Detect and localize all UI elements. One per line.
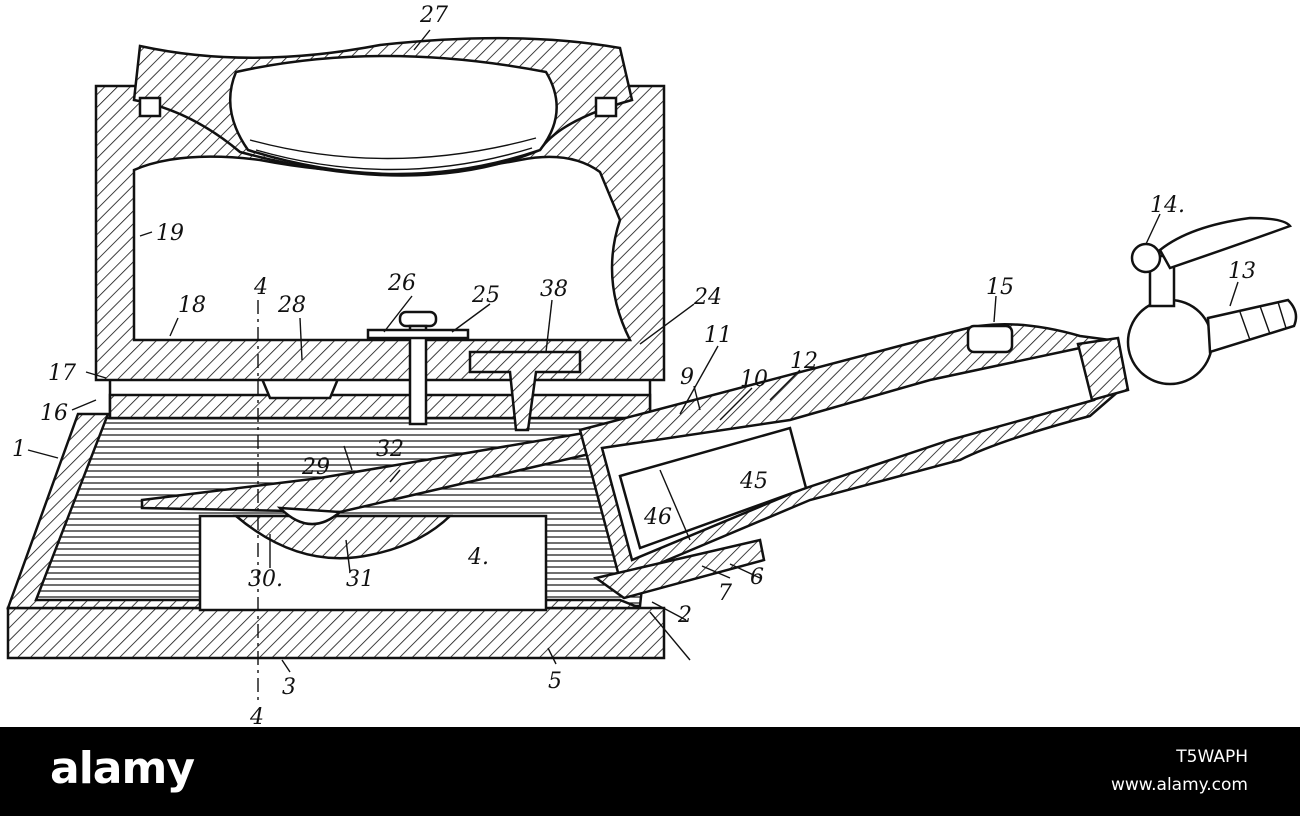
label-27: 27 (419, 3, 448, 28)
label-18: 18 (178, 293, 206, 318)
bracket-38 (468, 350, 582, 432)
nozzle-ribs (1239, 301, 1287, 341)
label-1: 1 (12, 437, 26, 462)
valve-lever (1158, 216, 1293, 270)
label-24: 24 (693, 285, 722, 310)
label-38: 38 (540, 277, 568, 302)
label-29: 29 (301, 455, 330, 480)
label-10: 10 (740, 367, 768, 392)
label-45: 45 (739, 469, 768, 494)
grip-grain (249, 137, 537, 160)
base-plate (6, 606, 666, 660)
grip-grain (255, 147, 533, 171)
grip-wood (228, 54, 558, 176)
label-30: 30. (248, 567, 283, 592)
label-16: 16 (40, 401, 68, 426)
label-4-center: 4. (467, 545, 489, 570)
patent-drawing: 27 19 18 4 28 26 25 38 24 11 9 10 12 15 … (6, 3, 1298, 727)
label-11: 11 (704, 323, 732, 348)
lug-29 (276, 506, 344, 526)
label-31: 31 (346, 567, 374, 592)
iron-body-outline (6, 412, 641, 610)
label-3: 3 (282, 675, 296, 700)
sole-weight (232, 514, 454, 560)
label-19: 19 (156, 221, 184, 246)
label-9: 9 (680, 365, 694, 390)
label-7: 7 (718, 581, 732, 606)
label-13: 13 (1228, 259, 1256, 284)
valve-knob (1130, 242, 1162, 274)
threaded-collar (1076, 336, 1130, 402)
cap-15 (966, 324, 1014, 354)
label-28: 28 (277, 293, 306, 318)
site-url: www.alamy.com (1110, 775, 1248, 795)
reference-labels: 27 19 18 4 28 26 25 38 24 11 9 10 12 15 … (12, 3, 1256, 727)
bolt-shank (408, 324, 428, 426)
top-plate-hatch (108, 393, 652, 420)
brand-logo: alamy (50, 743, 195, 794)
label-32: 32 (376, 437, 404, 462)
inner-tube (659, 469, 691, 541)
lower-sleeve (593, 538, 766, 600)
label-25: 25 (471, 283, 500, 308)
frame-slot-left (138, 96, 162, 118)
watermark-footer: alamy T5WAPH www.alamy.com (0, 727, 1300, 816)
label-4-top: 4 (253, 275, 268, 300)
handle-window (132, 155, 633, 342)
washer-26 (366, 328, 470, 340)
image-id: T5WAPH (1176, 747, 1248, 767)
label-17: 17 (48, 361, 76, 386)
label-6: 6 (750, 565, 764, 590)
label-14: 14. (1150, 193, 1185, 218)
label-2: 2 (677, 603, 692, 628)
bolt-head (398, 310, 438, 328)
frame-slot-right (594, 96, 618, 118)
label-5: 5 (548, 669, 562, 694)
label-15: 15 (986, 275, 1014, 300)
valve-body (1126, 298, 1214, 386)
hose-nozzle (1206, 298, 1298, 354)
label-4-bottom: 4 (249, 705, 264, 727)
inner-tube (619, 475, 641, 549)
leader-lines (27, 29, 1239, 673)
label-12: 12 (790, 349, 818, 374)
label-46: 46 (643, 505, 672, 530)
label-26: 26 (387, 271, 416, 296)
